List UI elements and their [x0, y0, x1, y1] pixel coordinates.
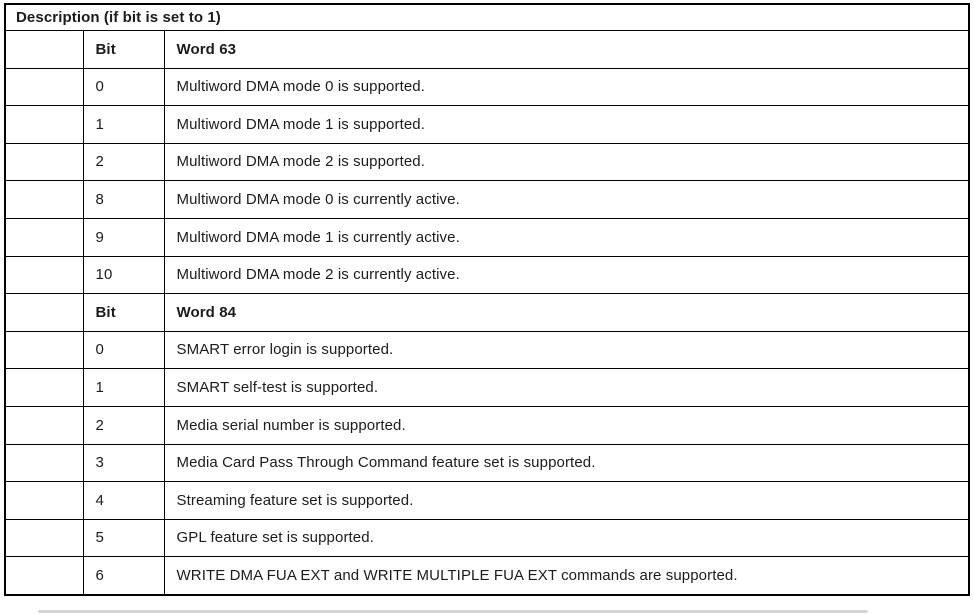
bit-value: 1: [82, 105, 165, 144]
empty-cell: [4, 293, 84, 332]
bit-value: 0: [82, 67, 165, 107]
bit-value: 2: [82, 142, 165, 182]
table-title-row: Description (if bit is set to 1): [4, 3, 970, 31]
empty-cell: [4, 105, 84, 144]
bit-description: SMART self-test is supported.: [163, 368, 970, 407]
bit-description: Streaming feature set is supported.: [163, 481, 970, 520]
bit-description: Media Card Pass Through Command feature …: [163, 443, 970, 483]
bit-description: Multiword DMA mode 0 is currently active…: [163, 180, 970, 219]
bit-value: 9: [82, 217, 165, 257]
scan-artifact: [38, 610, 868, 613]
bit-description: Media serial number is supported.: [163, 405, 970, 445]
empty-cell: [4, 67, 84, 107]
bit-value: 4: [82, 481, 165, 520]
empty-cell: [4, 180, 84, 219]
empty-cell: [4, 405, 84, 445]
bit-description: Multiword DMA mode 0 is supported.: [163, 67, 970, 107]
section-bit-header: Bit: [82, 293, 165, 332]
bit-description: Multiword DMA mode 2 is currently active…: [163, 255, 970, 295]
bit-description: Multiword DMA mode 2 is supported.: [163, 142, 970, 182]
empty-cell: [4, 255, 84, 295]
table-title: Description (if bit is set to 1): [4, 3, 970, 31]
bit-description: SMART error login is supported.: [163, 330, 970, 370]
bit-value: 2: [82, 405, 165, 445]
empty-cell: [4, 368, 84, 407]
empty-cell: [4, 481, 84, 520]
empty-cell: [4, 217, 84, 257]
empty-cell: [4, 556, 84, 596]
empty-cell: [4, 330, 84, 370]
empty-cell: [4, 30, 84, 69]
empty-cell: [4, 518, 84, 558]
section-word-header: Word 63: [163, 30, 970, 69]
section-bit-header: Bit: [82, 30, 165, 69]
bit-description: Multiword DMA mode 1 is currently active…: [163, 217, 970, 257]
bit-description: GPL feature set is supported.: [163, 518, 970, 558]
bit-description: Multiword DMA mode 1 is supported.: [163, 105, 970, 144]
empty-cell: [4, 443, 84, 483]
bit-description: WRITE DMA FUA EXT and WRITE MULTIPLE FUA…: [163, 556, 970, 596]
bit-value: 6: [82, 556, 165, 596]
section-word-header: Word 84: [163, 293, 970, 332]
bit-value: 3: [82, 443, 165, 483]
bit-value: 10: [82, 255, 165, 295]
empty-cell: [4, 142, 84, 182]
bit-value: 5: [82, 518, 165, 558]
bit-value: 0: [82, 330, 165, 370]
bit-value: 1: [82, 368, 165, 407]
bit-value: 8: [82, 180, 165, 219]
